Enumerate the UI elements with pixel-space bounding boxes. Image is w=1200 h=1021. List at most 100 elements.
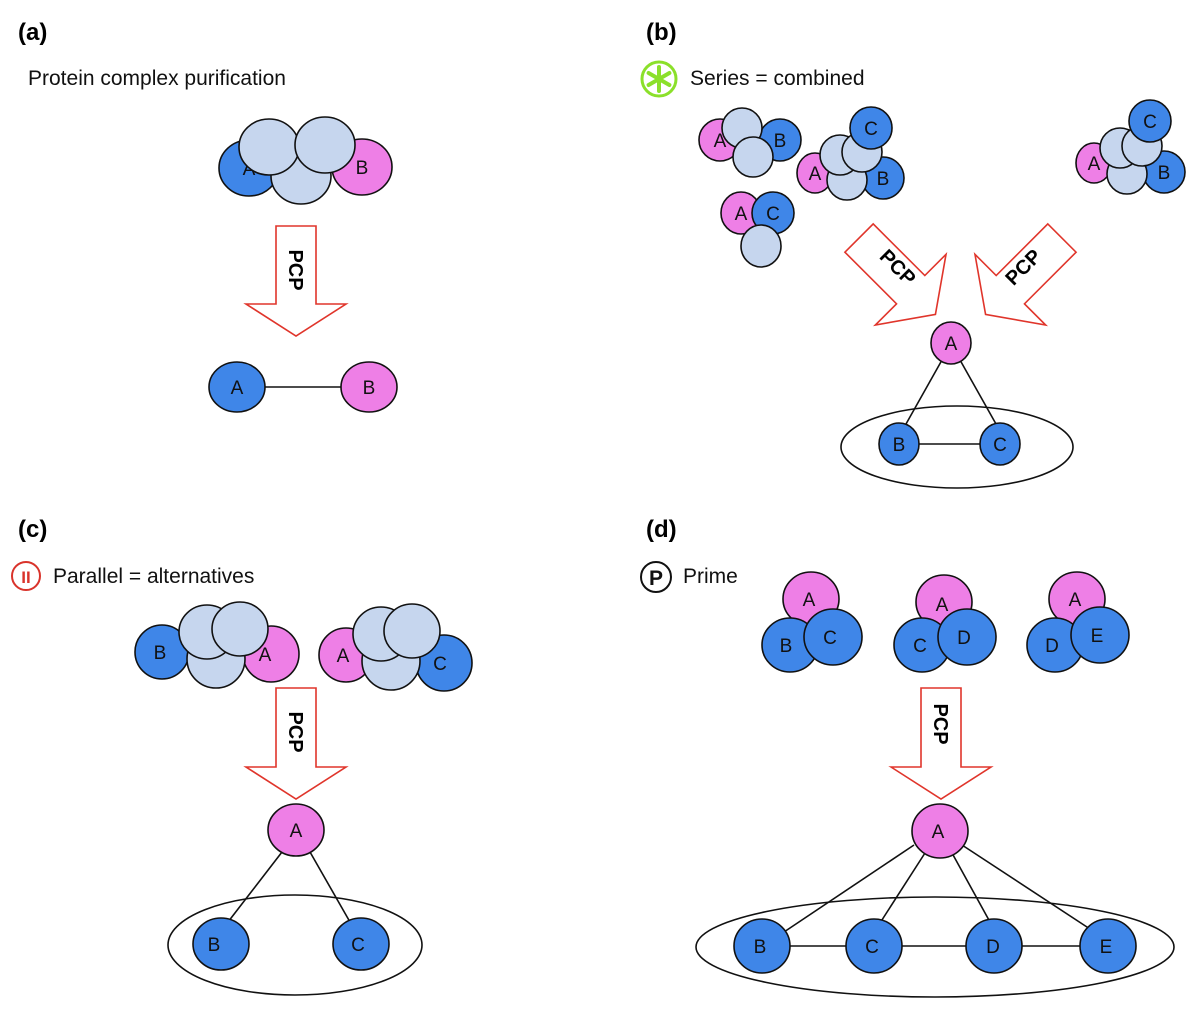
panel-c: (c) II Parallel = alternatives B A A C [11, 516, 473, 996]
graph-edge [227, 851, 283, 923]
protein-d [937, 608, 997, 666]
unlabeled-protein [238, 118, 300, 176]
graph-node-e [1079, 918, 1137, 974]
graph-node-c-label: C [865, 937, 879, 958]
panel-b-complex-2: A B C [796, 106, 905, 201]
graph-node-d-label: D [986, 937, 1000, 958]
protein-a-label: A [803, 590, 816, 611]
panel-d-complex-2: A C D [893, 574, 997, 673]
panel-b-graph: A B C [840, 321, 1074, 489]
green-asterisk-icon [640, 60, 678, 98]
panel-d: (d) P Prime A B C A C D A D [640, 516, 1175, 998]
unlabeled-protein [740, 224, 782, 268]
graph-node-d [965, 918, 1023, 974]
protein-a-label: A [1069, 590, 1082, 611]
panel-d-complex-1: A B C [761, 571, 863, 673]
unlabeled-protein [294, 116, 356, 174]
unlabeled-protein [211, 601, 269, 657]
protein-a-label: A [337, 646, 350, 667]
cluster-ellipse [840, 405, 1074, 489]
protein-c [849, 106, 893, 150]
graph-node-a-label: A [231, 378, 244, 399]
graph-node-a [911, 803, 969, 859]
prime-icon-glyph: P [649, 567, 663, 590]
graph-node-b-label: B [363, 378, 376, 399]
protein-c-label: C [1143, 112, 1157, 133]
graph-edge [959, 359, 997, 425]
protein-b-label: B [774, 131, 787, 152]
panel-c-caption: Parallel = alternatives [53, 565, 254, 588]
graph-node-c-label: C [993, 435, 1007, 456]
panel-b-complex-1: A B [698, 107, 802, 178]
panel-a-label: (a) [18, 19, 47, 46]
graph-node-c [332, 917, 390, 971]
panel-d-label: (d) [646, 516, 677, 543]
pcp-arrow: PCP [243, 687, 349, 800]
graph-node-a-label: A [932, 822, 945, 843]
graph-node-b [878, 422, 920, 466]
graph-node-a-label: A [290, 821, 303, 842]
protein-c-label: C [766, 204, 780, 225]
graph-node-a [208, 361, 266, 413]
protein-a-label: A [936, 595, 949, 616]
graph-node-b [733, 918, 791, 974]
graph-edge [905, 359, 943, 425]
protein-a-label: A [259, 645, 272, 666]
panel-b-complex-3: A C [720, 191, 795, 268]
graph-edge [951, 852, 991, 923]
panel-d-caption: Prime [683, 565, 738, 588]
pcp-arrow-label: PCP [284, 249, 306, 290]
graph-node-b [340, 361, 398, 413]
graph-edge [961, 844, 1091, 930]
pcp-arrow: PCP [243, 225, 349, 337]
protein-b-label: B [780, 636, 793, 657]
graph-node-c-label: C [351, 935, 365, 956]
graph-node-c [979, 422, 1021, 466]
panel-b-label: (b) [646, 19, 677, 46]
protein-b-label: B [877, 169, 890, 190]
protein-c [803, 608, 863, 666]
graph-node-b-label: B [754, 937, 767, 958]
graph-edge [879, 852, 926, 924]
graph-node-b [192, 917, 250, 971]
panel-c-complex-2: A C [318, 603, 473, 692]
unlabeled-protein [732, 136, 774, 178]
panel-c-complex-1: B A [134, 601, 300, 689]
cluster-ellipse [167, 894, 423, 996]
protein-a-label: A [809, 164, 822, 185]
pcp-arrow-label: PCP [284, 711, 306, 752]
protein-b-label: B [1158, 163, 1171, 184]
panel-b-caption: Series = combined [690, 67, 865, 90]
graph-node-c [845, 918, 903, 974]
panel-d-graph: A B C D E [695, 803, 1175, 998]
panel-c-graph: A B C [167, 803, 423, 996]
unlabeled-protein [383, 603, 441, 659]
protein-e [1070, 606, 1130, 664]
graph-edge [783, 844, 915, 933]
graph-node-e-label: E [1100, 937, 1113, 958]
panel-b-complex-4: A B C [1075, 99, 1186, 195]
graph-node-b-label: B [893, 435, 906, 456]
panel-b: (b) Series = combined A B A B [640, 19, 1186, 489]
panel-c-label: (c) [18, 516, 47, 543]
protein-a-label: A [1088, 154, 1101, 175]
graph-node-a [930, 321, 972, 365]
prime-p-icon: P [640, 561, 672, 593]
graph-edge [309, 851, 351, 923]
parallel-icon-glyph: II [21, 568, 30, 587]
panel-a-caption: Protein complex purification [28, 67, 286, 90]
panel-d-complex-3: A D E [1026, 571, 1130, 673]
cluster-ellipse [695, 896, 1175, 998]
protein-a-label: A [735, 204, 748, 225]
protein-c-label: C [823, 628, 837, 649]
protein-d-label: D [957, 628, 971, 649]
protein-e-label: E [1091, 626, 1104, 647]
panel-a: (a) Protein complex purification A B PCP… [18, 19, 398, 413]
pcp-arrow: PCP [888, 687, 994, 800]
panel-a-complex: A B [218, 116, 393, 205]
protein-c-label: C [433, 654, 447, 675]
graph-node-b-label: B [208, 935, 221, 956]
protein-c-label: C [864, 119, 878, 140]
protein-c [1128, 99, 1172, 143]
